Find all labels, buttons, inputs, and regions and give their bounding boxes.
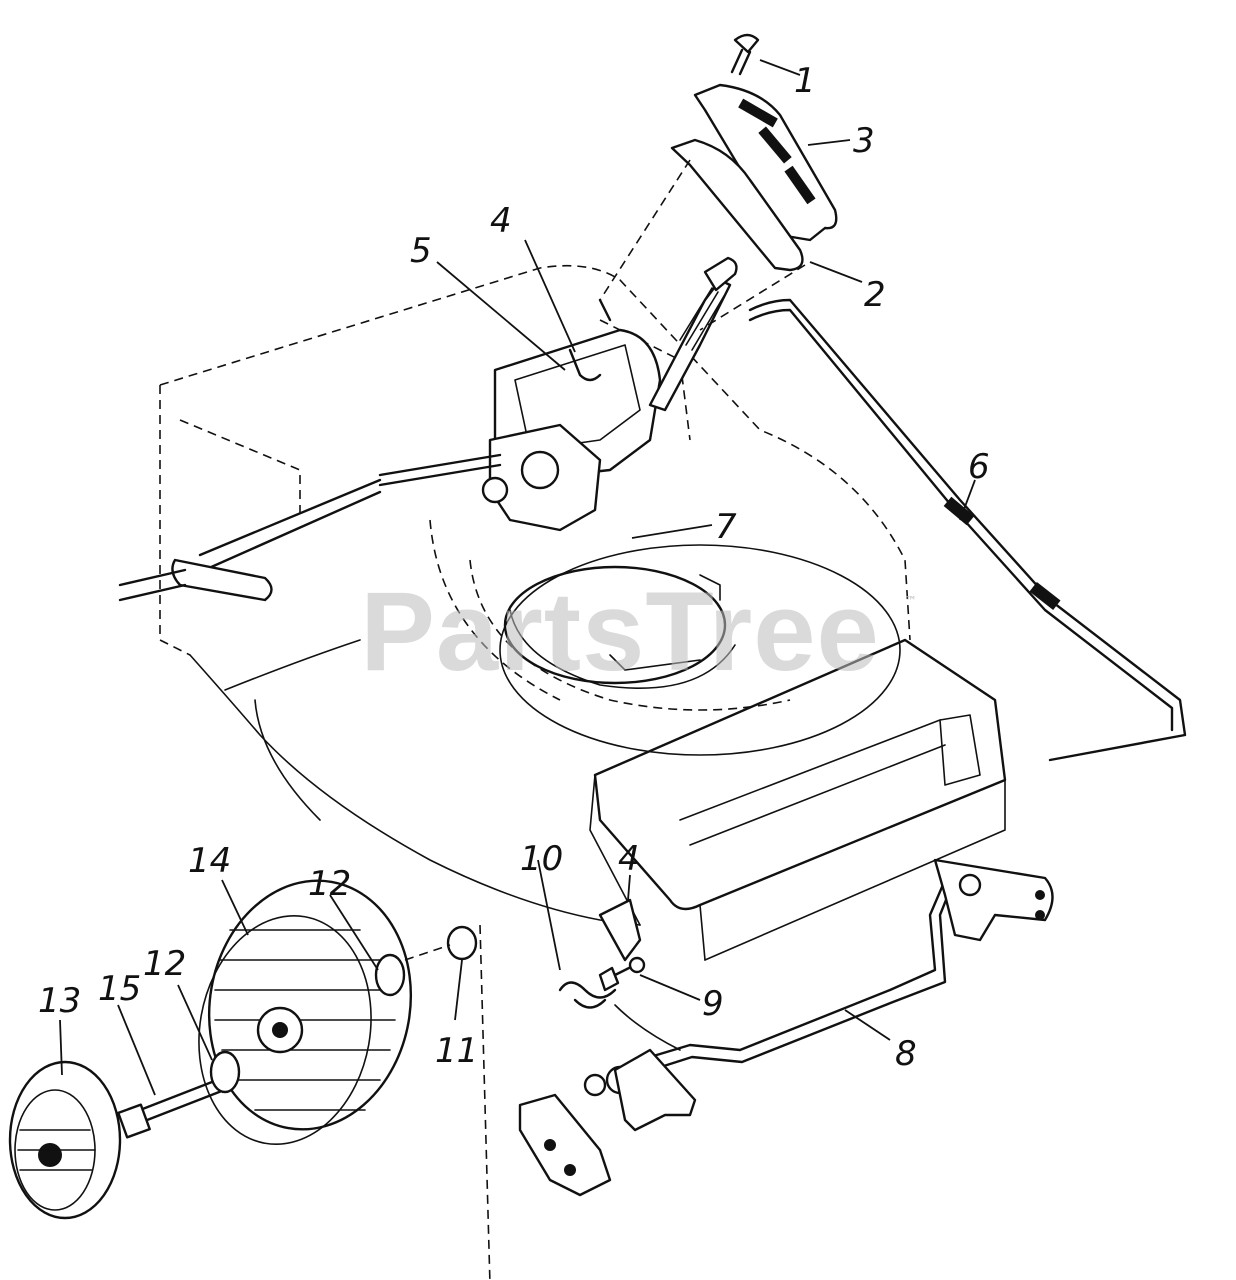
callout-8: 8 <box>895 1034 917 1074</box>
callout-15: 15 <box>98 969 141 1009</box>
callout-2: 2 <box>864 275 886 315</box>
callout-4: 4 <box>490 201 512 241</box>
mower-deck <box>159 264 911 926</box>
callout-14: 14 <box>188 841 231 881</box>
rear-discharge-chute <box>589 638 1007 961</box>
callout-12: 12 <box>308 864 351 904</box>
callout-labels: 1 3 2 5 4 6 7 14 12 12 13 15 11 10 4 9 8 <box>38 61 990 1074</box>
callout-12: 12 <box>143 944 186 984</box>
callout-9: 9 <box>702 984 724 1024</box>
rear-baffle-rod <box>748 298 1187 762</box>
rear-height-adjuster <box>518 858 1054 1197</box>
wheel-assembly <box>8 879 491 1280</box>
callout-11: 11 <box>435 1031 478 1071</box>
leader-lines <box>59 59 976 1096</box>
callout-3: 3 <box>853 121 875 161</box>
watermark-trademark: ™ <box>905 594 917 608</box>
callout-5: 5 <box>410 231 432 271</box>
upper-bracket-parts <box>599 33 838 331</box>
callout-10: 10 <box>520 839 563 879</box>
callout-6: 6 <box>968 447 990 487</box>
height-adjuster-assembly <box>118 256 738 602</box>
callout-7: 7 <box>715 507 737 547</box>
callout-1: 1 <box>794 61 816 101</box>
watermark-text: PartsTree <box>360 569 880 694</box>
callout-4: 4 <box>618 839 640 879</box>
callout-13: 13 <box>38 981 81 1021</box>
